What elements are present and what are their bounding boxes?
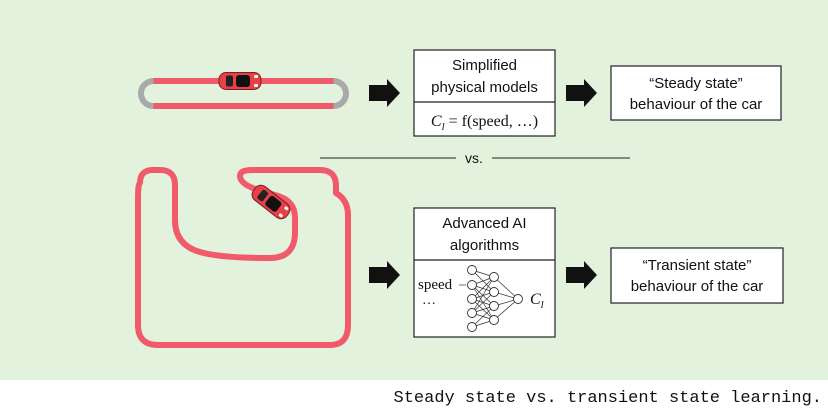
ai-algorithms-box: Advanced AI algorithms speed …	[413, 207, 556, 338]
ai-algorithms-line2: algorithms	[450, 237, 519, 254]
steady-state-line2: behaviour of the car	[630, 96, 763, 113]
transient-state-box: “Transient state” behaviour of the car	[610, 247, 784, 304]
arrow-icon-top-2	[566, 79, 597, 107]
neural-network-icon	[459, 265, 523, 332]
arrow-icon-top-1	[369, 79, 400, 107]
transient-state-line1: “Transient state”	[643, 257, 752, 274]
arrow-icon-bottom-1	[369, 261, 400, 289]
transient-state-line2: behaviour of the car	[631, 278, 764, 295]
steady-state-box: “Steady state” behaviour of the car	[610, 65, 782, 121]
simplified-models-box: Simplified physical models Cl = f(speed,…	[413, 49, 556, 137]
vs-label: vs.	[465, 150, 483, 166]
irregular-track	[135, 167, 351, 348]
steady-state-line1: “Steady state”	[649, 75, 742, 92]
simplified-models-line1: Simplified	[452, 57, 517, 74]
diagram-panel: Simplified physical models Cl = f(speed,…	[0, 0, 828, 380]
car-icon-bottom	[251, 184, 291, 220]
figure-caption: Steady state vs. transient state learnin…	[393, 389, 822, 408]
steady-equation: Cl = f(speed, …)	[431, 113, 538, 133]
nn-input-label: speed	[418, 277, 453, 293]
vs-divider: vs.	[320, 150, 630, 166]
simplified-models-line2: physical models	[431, 79, 538, 96]
nn-input-dots: …	[422, 293, 436, 308]
arrow-icon-bottom-2	[566, 261, 597, 289]
nn-output-label: Cl	[530, 291, 544, 311]
diagram-svg: Simplified physical models Cl = f(speed,…	[135, 49, 784, 348]
ai-algorithms-line1: Advanced AI	[442, 215, 526, 232]
car-icon-top	[218, 72, 262, 90]
